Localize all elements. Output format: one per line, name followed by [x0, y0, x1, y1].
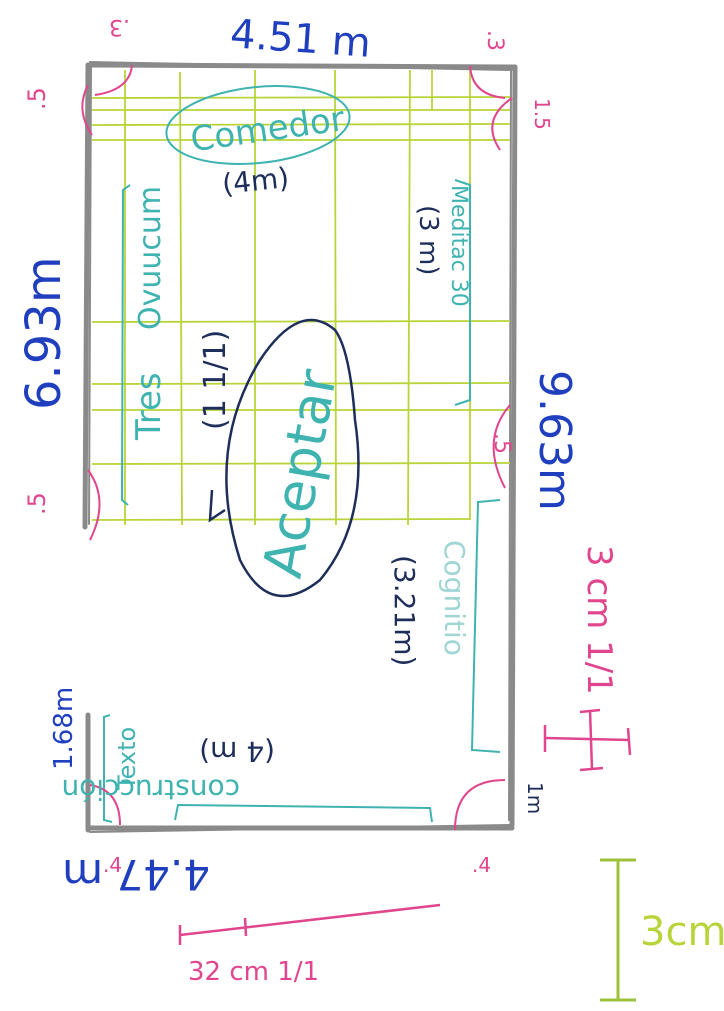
label-cognitio: Cognitio	[438, 540, 471, 656]
green-scale-label: 3cm	[640, 909, 724, 955]
mark-bottom-right: .4	[472, 853, 491, 877]
label-meditacion: Meditac 30	[446, 185, 471, 307]
mark-bottom-right-side: 1m	[523, 782, 547, 814]
dimension-right: 9.63m	[529, 370, 580, 511]
dimension-left: 6.93m	[16, 256, 72, 410]
dimension-top: 4.51 m	[229, 11, 373, 67]
cognitio-bracket	[470, 499, 501, 753]
dimension-left-lower: 1.68m	[49, 687, 79, 770]
label-construccion: construcción	[61, 773, 240, 806]
texto-bracket	[103, 714, 113, 823]
mark-top-left: .3	[109, 14, 130, 39]
aceptar-outline	[208, 318, 360, 598]
tres-bracket	[120, 184, 131, 506]
mark-left-upper: .5	[23, 87, 51, 110]
dimension-bottom: 4.47 m	[62, 850, 210, 899]
pink-vertical-scale-label: 3 cm 1/1	[579, 545, 619, 695]
pink-scale-bar	[178, 903, 441, 945]
corner-arcs	[81, 64, 513, 831]
pink-scale-label: 32 cm 1/1	[188, 957, 319, 987]
label-comedor-size: (4m)	[221, 161, 291, 201]
mark-right-mid: .5	[489, 433, 514, 454]
mark-bottom-left: .4	[103, 853, 122, 877]
label-tres-sub: (1 1/1)	[198, 330, 233, 430]
pink-vertical-scale	[543, 708, 632, 772]
mark-right-upper: 1.5	[530, 98, 554, 130]
label-texto: Texto	[113, 727, 141, 791]
meditacion-bracket	[454, 179, 471, 406]
green-scale-bar	[600, 858, 636, 1002]
room-walls	[82, 61, 518, 833]
label-meditacion-size: (3 m)	[413, 205, 443, 275]
mark-top-right: .3	[482, 30, 507, 51]
label-tres-name: Ovuucum	[133, 186, 168, 330]
label-comedor: Comedor	[188, 99, 347, 160]
comedor-ellipse	[165, 85, 351, 165]
mark-left-mid: .5	[23, 492, 51, 515]
label-tres: Tres	[129, 372, 169, 441]
label-construccion-size: (4 m)	[199, 735, 275, 768]
label-aceptar: Aceptar	[251, 364, 350, 582]
construccion-bracket	[174, 803, 433, 823]
label-cognitio-size: (3.21m)	[388, 555, 421, 666]
furniture-outlines	[103, 85, 501, 823]
